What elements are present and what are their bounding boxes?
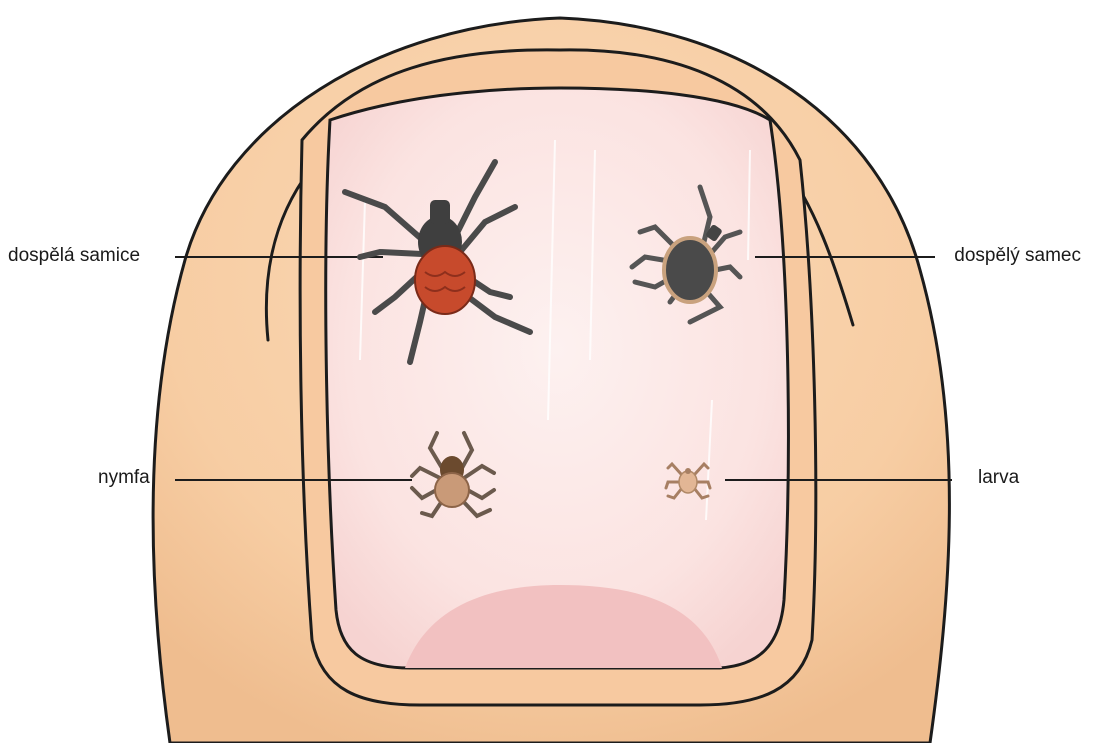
nail-plate: [326, 88, 789, 668]
label-adult-male: dospělý samec: [954, 246, 1081, 265]
label-larva: larva: [978, 468, 1019, 487]
label-adult-female: dospělá samice: [8, 246, 140, 265]
label-nymph: nymfa: [98, 468, 150, 487]
